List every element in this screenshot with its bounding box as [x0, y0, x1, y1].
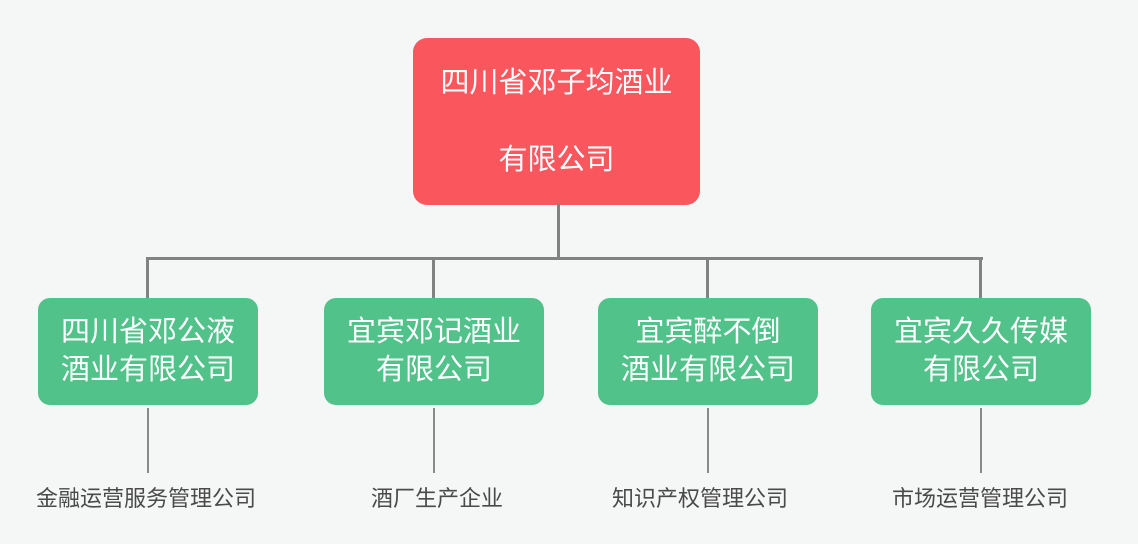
- org-node-role-note: 酒厂生产企业: [370, 486, 503, 511]
- org-node-name-line1: 宜宾久久传媒: [893, 316, 1068, 348]
- org-node-subsidiary[interactable]: 宜宾久久传媒 有限公司: [871, 298, 1091, 405]
- connector-note-line: [433, 408, 435, 473]
- connector-child-stem: [146, 257, 149, 299]
- org-node-role-note: 金融运营服务管理公司: [35, 486, 256, 511]
- org-node-root[interactable]: 四川省邓子均酒业 有限公司: [413, 38, 700, 205]
- org-node-name-line1: 宜宾邓记酒业: [346, 316, 521, 348]
- connector-child-stem: [706, 257, 709, 299]
- org-node-name-line1: 宜宾醉不倒: [635, 316, 781, 348]
- connector-note-line: [707, 408, 709, 473]
- org-node-name-line2: 酒业有限公司: [620, 354, 795, 386]
- connector-horizontal-rail: [146, 257, 983, 260]
- org-node-root-name-line1: 四川省邓子均酒业: [440, 66, 673, 99]
- org-node-role-note: 市场运营管理公司: [891, 486, 1068, 511]
- connector-note-line: [980, 408, 982, 473]
- org-node-name-line2: 有限公司: [375, 354, 492, 386]
- org-node-name-line2: 有限公司: [922, 354, 1039, 386]
- connector-child-stem: [432, 257, 435, 299]
- org-node-name-line2: 酒业有限公司: [60, 354, 235, 386]
- org-node-role-note: 知识产权管理公司: [611, 486, 788, 511]
- connector-child-stem: [979, 257, 982, 299]
- org-node-subsidiary[interactable]: 宜宾醉不倒 酒业有限公司: [598, 298, 818, 405]
- org-node-subsidiary[interactable]: 宜宾邓记酒业 有限公司: [324, 298, 544, 405]
- connector-note-line: [147, 408, 149, 473]
- org-node-subsidiary[interactable]: 四川省邓公液 酒业有限公司: [38, 298, 258, 405]
- org-node-name-line1: 四川省邓公液: [60, 316, 235, 348]
- org-node-root-name-line2: 有限公司: [498, 143, 615, 176]
- connector-root-stem: [557, 204, 560, 258]
